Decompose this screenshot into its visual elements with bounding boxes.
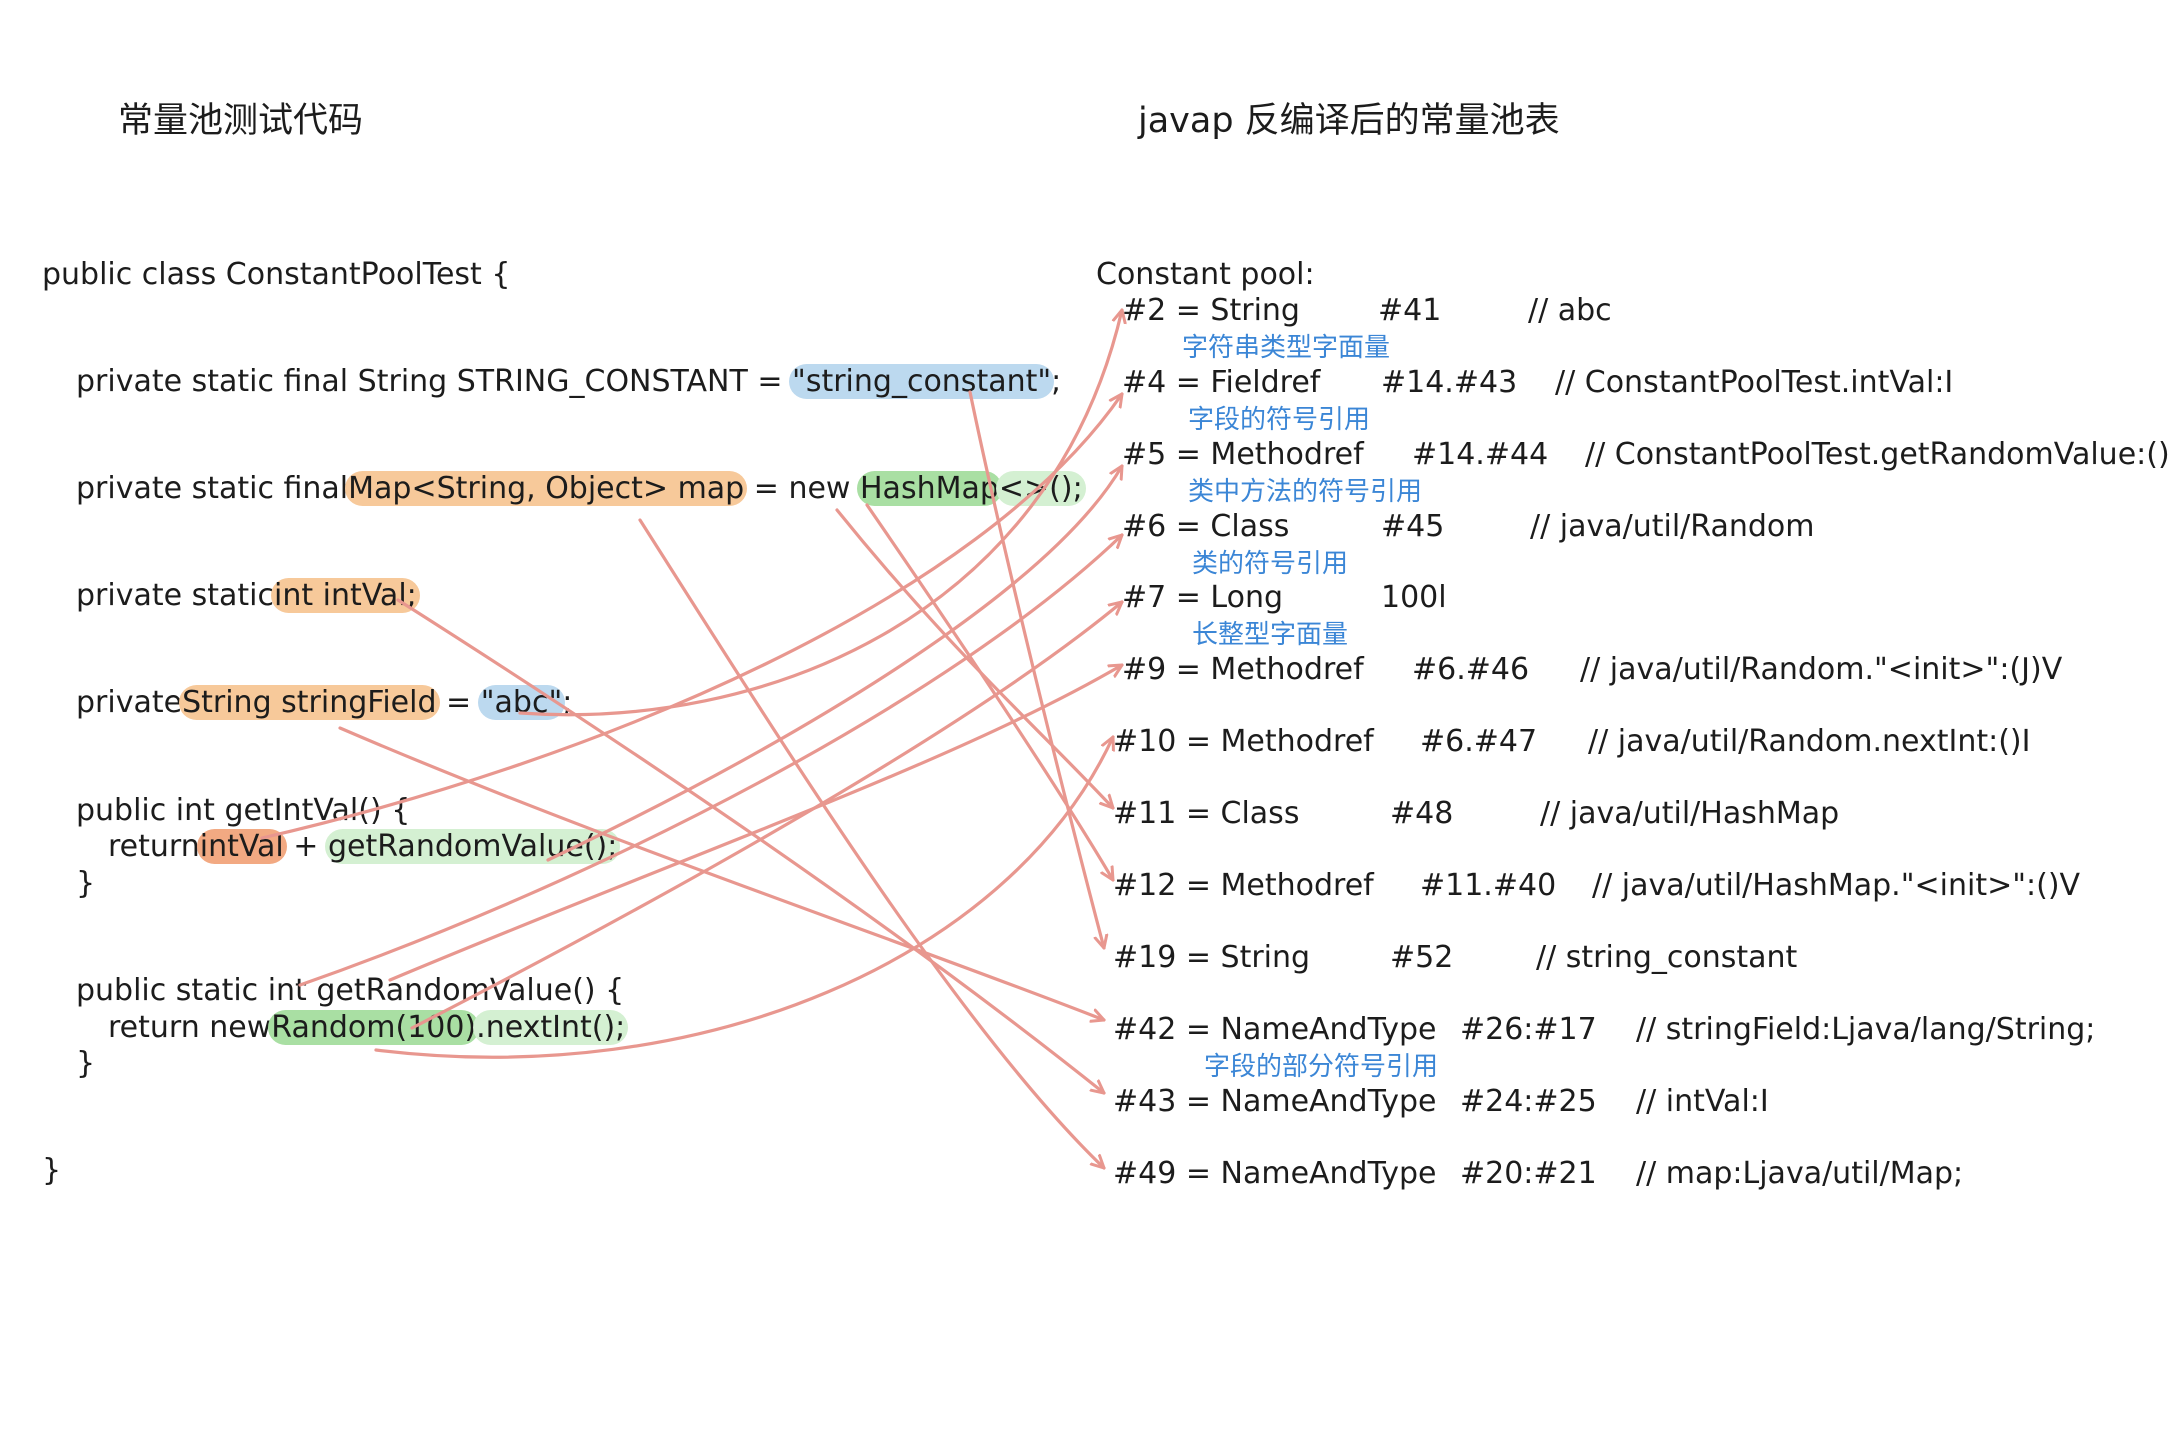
pool-entry-comment: // stringField:Ljava/lang/String;: [1636, 1012, 2096, 1047]
pool-entry-ref: #41: [1378, 293, 1442, 328]
code-text: return new: [108, 1010, 272, 1045]
constant-pool-header: Constant pool:: [1096, 257, 1315, 292]
class-close: }: [42, 1153, 62, 1188]
code-text: private static: [76, 578, 274, 613]
arrow-intval-to-fieldref4: [260, 392, 1124, 840]
pool-entry-ref: #6.#47: [1420, 724, 1538, 759]
right-title: javap 反编译后的常量池表: [1138, 101, 1560, 141]
arrow-getrandom-to-methodref5: [546, 464, 1124, 862]
pool-entry-ref: #11.#40: [1420, 868, 1557, 903]
code-text: = new: [744, 471, 860, 506]
pool-entry-note: 字段的符号引用: [1188, 405, 1371, 435]
arrow-hashmap-to-class11: [835, 508, 1115, 810]
pool-entry-comment: // java/util/HashMap: [1540, 796, 1840, 831]
pool-entry-id: #7 = Long: [1122, 580, 1284, 615]
pool-entry-note: 字符串类型字面量: [1182, 333, 1391, 363]
pool-entry-comment: // string_constant: [1536, 940, 1798, 975]
string-field-highlight: String stringField: [179, 685, 440, 720]
get-random-close: }: [76, 1046, 96, 1081]
pool-entry-id: #19 = String: [1113, 940, 1311, 975]
pool-entry-comment: // intVal:I: [1636, 1084, 1769, 1119]
pool-entry-id: #4 = Fieldref: [1122, 365, 1321, 400]
pool-entry-ref: #52: [1390, 940, 1454, 975]
get-intval-close: }: [76, 866, 96, 901]
pool-entry-id: #5 = Methodref: [1122, 437, 1364, 472]
pool-entry-ref: #45: [1381, 509, 1445, 544]
pool-entry-comment: // java/util/HashMap."<init>":()V: [1592, 868, 2081, 903]
pool-entry-ref: #14.#43: [1381, 365, 1518, 400]
pool-entry-note: 类的符号引用: [1192, 549, 1349, 579]
left-title: 常量池测试代码: [118, 101, 364, 141]
pool-entry-ref: #48: [1390, 796, 1454, 831]
intval-ref-highlight: intVal: [196, 829, 287, 864]
nextint-call-highlight: .nextInt();: [473, 1010, 629, 1045]
pool-entry-id: #42 = NameAndType: [1113, 1012, 1437, 1047]
pool-entry-ref: #26:#17: [1460, 1012, 1597, 1047]
get-intval-return-line: returnintVal + getRandomValue();: [108, 829, 621, 865]
abc-literal-highlight: "abc": [477, 685, 566, 720]
pool-entry-id: #43 = NameAndType: [1113, 1084, 1437, 1119]
pool-entry-ref: #6.#46: [1412, 652, 1530, 687]
arrow-hashmap-init-to-methodref12: [865, 503, 1115, 882]
intval-field-highlight: int intVal;: [270, 578, 420, 613]
getrandom-call-highlight: getRandomValue();: [324, 829, 621, 864]
get-random-signature: public static int getRandomValue() {: [76, 973, 625, 1008]
string-field-line: privateString stringField = "abc";: [76, 685, 572, 721]
class-declaration: public class ConstantPoolTest {: [42, 257, 511, 292]
pool-entry-note: 长整型字面量: [1192, 620, 1349, 650]
pool-entry-ref: #14.#44: [1412, 437, 1549, 472]
code-text: ;: [1051, 364, 1062, 399]
string-constant-line: private static final String STRING_CONST…: [76, 364, 1061, 400]
pool-entry-id: #11 = Class: [1113, 796, 1300, 831]
arrow-hundred-to-long7: [410, 600, 1124, 1030]
intval-field-line: private staticint intVal;: [76, 578, 420, 614]
pool-entry-id: #12 = Methodref: [1113, 868, 1374, 903]
map-field-line: private static finalMap<String, Object> …: [76, 471, 1086, 507]
code-text: private static final String STRING_CONST…: [76, 364, 793, 399]
code-text: private static final: [76, 471, 349, 506]
pool-entry-comment: // ConstantPoolTest.intVal:I: [1555, 365, 1954, 400]
pool-entry-comment: // java/util/Random: [1530, 509, 1815, 544]
code-text: +: [283, 829, 328, 864]
pool-entry-note: 字段的部分符号引用: [1204, 1052, 1439, 1082]
hashmap-init-highlight: <>();: [995, 471, 1086, 506]
pool-entry-ref: 100l: [1381, 580, 1447, 615]
pool-entry-comment: // java/util/Random."<init>":(J)V: [1580, 652, 2063, 687]
pool-entry-note: 类中方法的符号引用: [1188, 477, 1423, 507]
pool-entry-comment: // ConstantPoolTest.getRandomValue:()I: [1585, 437, 2172, 472]
pool-entry-comment: // java/util/Random.nextInt:()I: [1588, 724, 2031, 759]
pool-entry-id: #2 = String: [1122, 293, 1300, 328]
code-text: ;: [562, 685, 573, 720]
code-text: =: [436, 685, 481, 720]
pool-entry-ref: #24:#25: [1460, 1084, 1597, 1119]
string-literal-highlight: "string_constant": [789, 364, 1055, 399]
pool-entry-comment: // abc: [1528, 293, 1612, 328]
get-random-return-line: return newRandom(100).nextInt();: [108, 1010, 629, 1046]
code-text: private: [76, 685, 183, 720]
arrow-random-to-class6: [298, 533, 1124, 987]
pool-entry-id: #10 = Methodref: [1113, 724, 1374, 759]
get-intval-signature: public int getIntVal() {: [76, 793, 411, 828]
map-field-highlight: Map<String, Object> map: [345, 471, 748, 506]
random-new-highlight: Random(100): [268, 1010, 480, 1045]
pool-entry-comment: // map:Ljava/util/Map;: [1636, 1156, 1964, 1191]
code-text: return: [108, 829, 200, 864]
pool-entry-id: #49 = NameAndType: [1113, 1156, 1437, 1191]
pool-entry-id: #9 = Methodref: [1122, 652, 1364, 687]
pool-entry-id: #6 = Class: [1122, 509, 1290, 544]
hashmap-class-highlight: HashMap: [857, 471, 1002, 506]
pool-entry-ref: #20:#21: [1460, 1156, 1597, 1191]
arrow-map-to-nameandtype49: [638, 518, 1106, 1170]
